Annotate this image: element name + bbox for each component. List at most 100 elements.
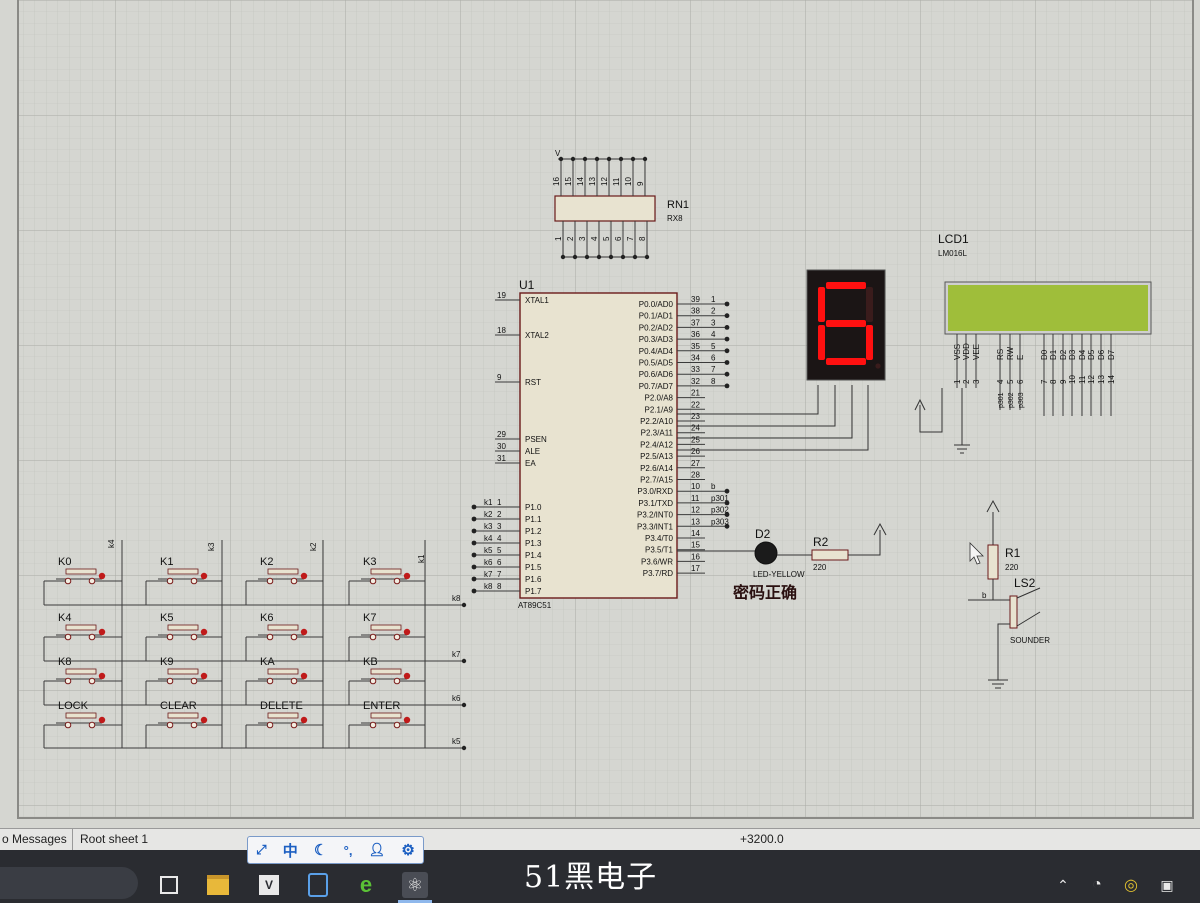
- lcd-pin-number: 12: [1087, 375, 1096, 384]
- rn1-supply: V: [555, 149, 561, 158]
- keypad-key[interactable]: K5: [145, 612, 222, 661]
- tablet-icon[interactable]: [305, 872, 331, 898]
- mcu-pin-number: 18: [497, 326, 506, 335]
- keypad-row-junction: [461, 745, 467, 751]
- sounder-ls2[interactable]: b LS2 SOUNDER: [968, 576, 1050, 689]
- ime-user-icon[interactable]: 👤︎: [368, 842, 386, 857]
- led-part: LED-YELLOW: [753, 570, 805, 579]
- sounder-body: [1009, 595, 1018, 629]
- rn1-bottom-pin-number: 3: [578, 236, 587, 241]
- keypad-key-terminal: [88, 633, 96, 641]
- keypad-key-plunger: [370, 624, 402, 631]
- keypad-key-plunger: [167, 624, 199, 631]
- tray-chevron-icon[interactable]: ⌃: [1057, 876, 1069, 893]
- ime-toolbar[interactable]: ⤢ 中 ☾ °, 👤︎ ⚙: [247, 836, 424, 864]
- root-sheet-tab[interactable]: Root sheet 1: [80, 832, 149, 846]
- keypad-key-label: K3: [363, 556, 376, 568]
- tray-update-icon[interactable]: ◎: [1124, 877, 1138, 894]
- ime-mode-toggle[interactable]: 中: [282, 842, 298, 860]
- mcu-ext-junction: [724, 301, 730, 307]
- messages-tab[interactable]: o Messages: [2, 832, 67, 846]
- mcu-pin-number: 27: [691, 459, 700, 468]
- ime-handwrite-icon[interactable]: ⤢: [256, 842, 267, 857]
- resistor-r1[interactable]: R1 220: [986, 499, 1021, 600]
- mcu-pin-name: P1.5: [525, 563, 542, 572]
- mcu-ext-junction: [724, 360, 730, 365]
- browser-icon[interactable]: e: [359, 872, 373, 897]
- mcu-net-label: k7: [484, 570, 493, 579]
- ime-moon-icon[interactable]: ☾: [313, 842, 328, 859]
- keypad-key[interactable]: K2: [245, 556, 323, 605]
- mcu-ext-junction: [724, 383, 730, 389]
- keypad-row-net: k6: [452, 694, 461, 703]
- keypad-key-terminal: [369, 677, 377, 685]
- keypad-key-probe-icon: [98, 716, 106, 724]
- keypad-key[interactable]: CLEAR: [145, 700, 222, 748]
- lcd-net-label: p303: [1018, 392, 1025, 408]
- tray-qq-icon[interactable]: ◔: [1092, 876, 1102, 893]
- keypad-key-terminal: [393, 721, 401, 729]
- keypad-key[interactable]: KB: [348, 656, 425, 705]
- led-d2[interactable]: D2 LED-YELLOW: [677, 527, 805, 579]
- lcd-pin-number: 3: [972, 379, 981, 384]
- ime-punct-icon[interactable]: °,: [343, 842, 353, 858]
- lcd-power-arrow: [914, 398, 926, 411]
- ime-gear-icon[interactable]: ⚙: [401, 842, 415, 859]
- keypad-key[interactable]: DELETE: [245, 700, 323, 748]
- rn1-top-junction: [618, 156, 624, 162]
- lcd-pin-name: D5: [1087, 349, 1096, 360]
- keypad-key[interactable]: K7: [348, 612, 425, 661]
- keypad-key[interactable]: K4: [43, 612, 122, 661]
- mcu-pin-number: 17: [691, 564, 700, 573]
- mcu-pin-number: 24: [691, 424, 700, 433]
- keypad-key-plunger: [65, 624, 97, 631]
- keypad-key[interactable]: LOCK: [43, 700, 122, 748]
- keypad-key-terminal: [64, 577, 72, 585]
- keypad-key[interactable]: ENTER: [348, 700, 425, 748]
- rn1-part: RX8: [667, 214, 683, 223]
- mcu-pin-number: 15: [691, 541, 700, 550]
- mcu-pin-number: 39: [691, 295, 700, 304]
- keypad-key[interactable]: KA: [245, 656, 323, 705]
- keypad-key-terminal: [290, 677, 298, 685]
- app-icon[interactable]: V: [256, 872, 282, 898]
- mcu-pin-number: 2: [497, 510, 502, 519]
- lcd-pin-name: VDD: [962, 343, 971, 360]
- task-view-icon[interactable]: [156, 872, 182, 898]
- lcd-pin-number: 2: [962, 379, 971, 384]
- seven-segment-display[interactable]: 6: [677, 269, 886, 451]
- mcu-pin-name: P0.1/AD1: [639, 312, 674, 321]
- keypad-key[interactable]: K1: [145, 556, 222, 605]
- keypad-key[interactable]: K8: [43, 656, 122, 705]
- mcu-ext-label: 2: [711, 307, 716, 316]
- keypad-key-terminal: [393, 677, 401, 685]
- search-box[interactable]: [0, 867, 138, 899]
- tray-network-icon[interactable]: ▣: [1160, 876, 1174, 893]
- rn1-top-pin-number: 13: [588, 177, 597, 186]
- mcu-left-pins: 19XTAL118XTAL29RST29PSEN30ALE31EA1P1.0k1…: [471, 291, 549, 596]
- proteus-icon[interactable]: ⚛: [402, 872, 428, 898]
- mcu-pin-number: 3: [497, 522, 502, 531]
- keypad-key[interactable]: K0: [43, 556, 122, 605]
- mcu-pin-number: 16: [691, 552, 700, 561]
- mcu-ext-junction: [724, 488, 730, 494]
- mcu-pin-number: 10: [691, 482, 700, 491]
- mcu-net-junction: [471, 516, 477, 522]
- lcd-lcd1[interactable]: LCD1 LM016L VSS1VDD2VEE3RS4RW5E6D07D18D2…: [914, 232, 1152, 454]
- keypad-key[interactable]: K6: [245, 612, 323, 661]
- mcu-net-junction: [471, 528, 477, 534]
- keypad-key[interactable]: K9: [145, 656, 222, 705]
- schematic-sheet[interactable]: U1 AT89C51 19XTAL118XTAL29RST29PSEN30ALE…: [0, 0, 1200, 828]
- mcu-ext-label: 1: [711, 295, 716, 304]
- file-explorer-icon[interactable]: [205, 872, 231, 898]
- mcu-u1[interactable]: U1 AT89C51 19XTAL118XTAL29RST29PSEN30ALE…: [471, 278, 730, 610]
- mcu-pin-name: P0.7/AD7: [639, 382, 674, 391]
- r2-body: [811, 549, 849, 561]
- lcd-pin-name: D0: [1040, 349, 1049, 360]
- keypad-key[interactable]: K3: [348, 556, 425, 605]
- resistor-r2[interactable]: R2 220: [777, 522, 887, 572]
- mcu-pin-name: P0.5/AD5: [639, 359, 674, 368]
